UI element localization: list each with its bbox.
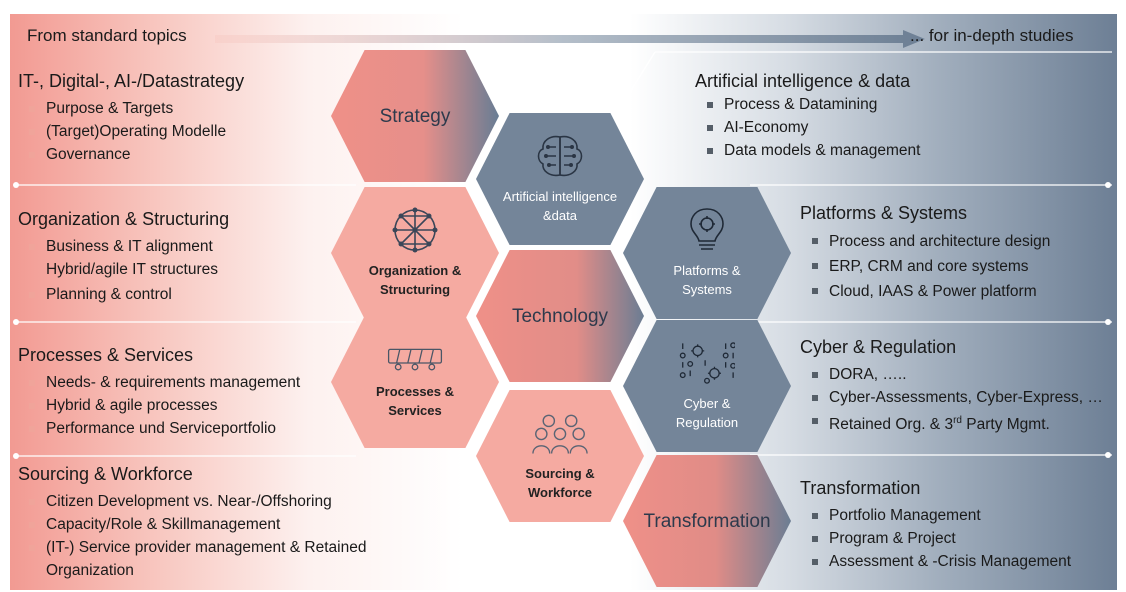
list-item: Process and architecture design (811, 229, 1050, 254)
hex-label: Sourcing & Workforce (525, 466, 595, 500)
hex-label: Technology (511, 305, 609, 327)
list-item: Governance (28, 143, 226, 166)
list-item: (IT-) Service provider management & Reta… (28, 536, 406, 582)
section-title-sourcing: Sourcing & Workforce (18, 464, 193, 484)
header-left: From standard topics (27, 26, 187, 45)
list-item: Program & Project (811, 527, 1071, 550)
lightbulb-icon (690, 208, 724, 250)
list-item: Performance und Serviceportfolio (28, 417, 300, 440)
hex-label: Artificial intelligence &data (502, 189, 618, 223)
section-title-cyber: Cyber & Regulation (800, 337, 957, 357)
section-title-organization: Organization & Structuring (18, 209, 230, 229)
list-item: Cyber-Assessments, Cyber-Express, … (811, 386, 1103, 409)
list-item: Capacity/Role & Skillmanagement (28, 513, 406, 536)
hex-label: Strategy (379, 105, 451, 127)
list-item: Hybrid/agile IT structures (46, 261, 218, 278)
hex-strategy: Strategy (331, 50, 499, 182)
list-ai-data: Process & Datamining AI-Economy Data mod… (706, 93, 920, 162)
hex-transformation: Transformation (623, 455, 791, 587)
progress-arrow-icon (215, 30, 925, 48)
hex-technology: Technology (476, 250, 644, 382)
section-title-transformation: Transformation (800, 478, 921, 498)
hex-organization: Organization & Structuring (331, 187, 499, 319)
hex-label: Platforms & Systems (673, 263, 741, 297)
list-datastrategy: Purpose & Targets (Target)Operating Mode… (28, 97, 226, 166)
list-sourcing: Citizen Development vs. Near-/Offshoring… (28, 490, 406, 582)
section-title-datastrategy: IT-, Digital-, AI-/Datastrategy (18, 71, 245, 91)
hex-ai-data: Artificial intelligence &data (476, 113, 644, 245)
brain-icon (537, 135, 583, 177)
header-right: ... for in-depth studies (910, 26, 1074, 45)
list-item: Hybrid & agile processes (28, 394, 300, 417)
list-transformation: Portfolio Management Program & Project A… (811, 504, 1071, 573)
hex-platforms: Platforms & Systems (623, 187, 791, 319)
list-item: Planning & control (28, 283, 218, 306)
list-item: Needs- & requirements management (28, 371, 300, 394)
hex-label: Cyber & Regulation (675, 396, 739, 430)
section-title-processes: Processes & Services (18, 345, 194, 365)
section-title-platforms: Platforms & Systems (800, 203, 968, 223)
list-organization: Business & IT alignment Hybrid/agile IT … (28, 235, 218, 306)
hex-cyber: Cyber & Regulation (623, 320, 791, 452)
list-item: Portfolio Management (811, 504, 1071, 527)
hex-sourcing: Sourcing & Workforce (476, 390, 644, 522)
list-item: Retained Org. & 3rd Party Mgmt. (811, 409, 1103, 436)
list-item: AI-Economy (706, 116, 920, 139)
list-item: (Target)Operating Modelle (28, 120, 226, 143)
list-item: DORA, ….. (811, 363, 1103, 386)
list-item: ERP, CRM and core systems (811, 254, 1050, 279)
list-item: Data models & management (706, 139, 920, 162)
list-item: Assessment & -Crisis Management (811, 550, 1071, 573)
list-item: Citizen Development vs. Near-/Offshoring (28, 490, 406, 513)
hex-label: Processes & Services (375, 384, 455, 418)
list-item: Cloud, IAAS & Power platform (811, 279, 1050, 304)
people-icon (532, 414, 588, 454)
hex-processes: Processes & Services (331, 316, 499, 448)
list-item: Purpose & Targets (28, 97, 226, 120)
conveyor-icon (387, 348, 443, 371)
section-title-ai-data: Artificial intelligence & data (695, 71, 911, 91)
list-cyber: DORA, ….. Cyber-Assessments, Cyber-Expre… (811, 363, 1103, 436)
list-platforms: Process and architecture design ERP, CRM… (811, 229, 1050, 304)
list-processes: Needs- & requirements management Hybrid … (28, 371, 300, 440)
hex-label: Organization & Structuring (368, 263, 462, 297)
network-icon (392, 207, 438, 253)
binary-gears-icon (679, 342, 735, 384)
list-item: Process & Datamining (706, 93, 920, 116)
hex-label: Transformation (643, 510, 771, 532)
list-item: Business & IT alignment (28, 235, 218, 258)
